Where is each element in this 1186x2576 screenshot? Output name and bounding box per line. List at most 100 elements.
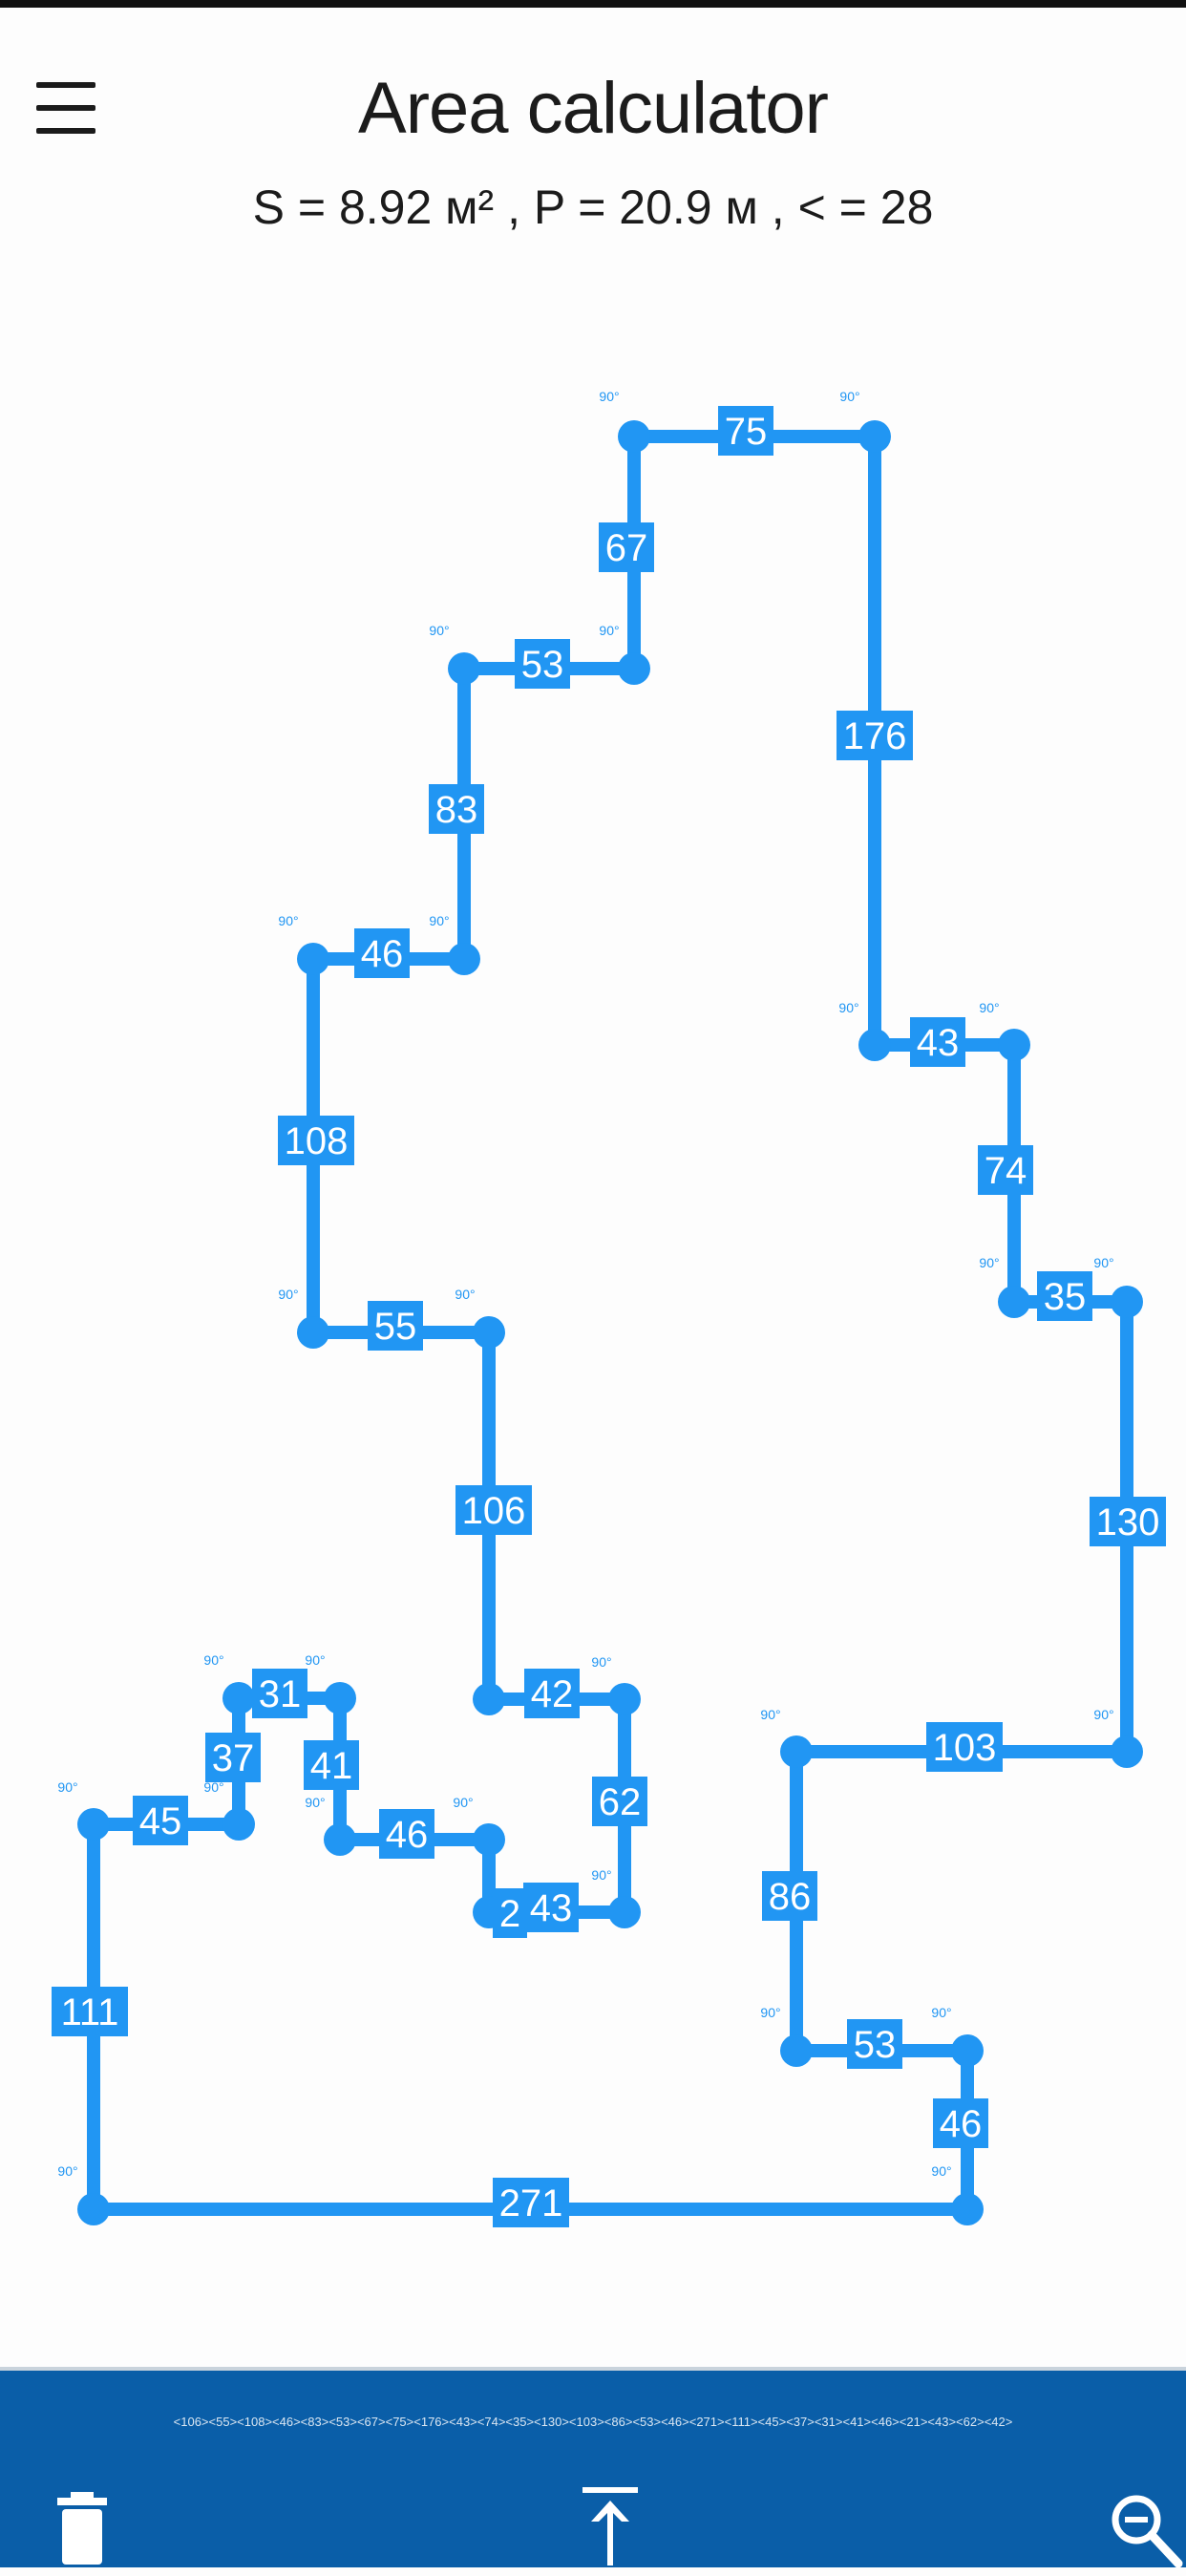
vertex-handle[interactable] bbox=[608, 1683, 641, 1715]
segment-label-box bbox=[493, 2178, 569, 2227]
stats-readout: S = 8.92 м² , P = 20.9 м , < = 28 bbox=[0, 180, 1186, 235]
segment-length-label[interactable]: 74 bbox=[978, 1145, 1033, 1195]
corner-angle-label: 90° bbox=[760, 1707, 780, 1722]
segment-length-label[interactable]: 43 bbox=[523, 1883, 579, 1932]
segment-sequence: <106><55><108><46><83><53><67><75><176><… bbox=[173, 2415, 1013, 2429]
trash-icon[interactable] bbox=[53, 2490, 111, 2566]
segment-label-box bbox=[493, 1888, 527, 1938]
corner-angle-label: 90° bbox=[839, 389, 859, 404]
segment-length-label[interactable]: 46 bbox=[379, 1809, 434, 1859]
segment-length-label[interactable]: 67 bbox=[599, 522, 654, 572]
segment-length-label[interactable]: 271 bbox=[493, 2178, 569, 2227]
vertex-handle[interactable] bbox=[608, 1896, 641, 1928]
segment-length-label[interactable]: 35 bbox=[1037, 1271, 1092, 1321]
segment-length-label[interactable]: 86 bbox=[762, 1871, 817, 1921]
segment-length-label[interactable]: 37 bbox=[205, 1733, 261, 1782]
segment-label-box bbox=[592, 1777, 647, 1826]
segment-length-label[interactable]: 53 bbox=[515, 639, 570, 689]
segment-label-box bbox=[205, 1733, 261, 1782]
vertex-handle[interactable] bbox=[780, 2034, 813, 2067]
corner-angle-label: 90° bbox=[979, 1000, 999, 1015]
page-title: Area calculator bbox=[358, 68, 829, 149]
zoom-out-icon[interactable] bbox=[1108, 2491, 1184, 2571]
segment-label-text: 176 bbox=[843, 715, 907, 757]
vertex-handle[interactable] bbox=[473, 1683, 505, 1715]
segment-label-text: 46 bbox=[940, 2103, 983, 2145]
vertex-handle[interactable] bbox=[473, 1316, 505, 1349]
vertex-handle[interactable] bbox=[297, 1316, 329, 1349]
vertex-handle[interactable] bbox=[858, 420, 891, 453]
corner-angle-label: 90° bbox=[57, 2163, 77, 2179]
segment-length-label[interactable]: 111 bbox=[52, 1987, 128, 2036]
segment-length-label[interactable]: 46 bbox=[354, 928, 410, 978]
segment-label-box bbox=[278, 1116, 354, 1165]
segment-label-box bbox=[368, 1301, 423, 1351]
vertex-handle[interactable] bbox=[998, 1286, 1030, 1318]
segment-label-box bbox=[599, 522, 654, 572]
segment-label-text: 67 bbox=[605, 527, 648, 569]
segment-length-label[interactable]: 55 bbox=[368, 1301, 423, 1351]
vertex-handle[interactable] bbox=[780, 1735, 813, 1768]
segment-length-label[interactable]: 106 bbox=[455, 1485, 532, 1535]
segment-label-box bbox=[354, 928, 410, 978]
vertex-handle[interactable] bbox=[618, 652, 650, 685]
vertex-handle[interactable] bbox=[324, 1682, 356, 1714]
segment-length-label[interactable]: 42 bbox=[524, 1669, 580, 1718]
segment-length-label[interactable]: 45 bbox=[133, 1796, 188, 1845]
vertex-handle[interactable] bbox=[1111, 1286, 1143, 1318]
segment-length-label[interactable]: 31 bbox=[252, 1669, 307, 1718]
segment-label-text: 37 bbox=[212, 1737, 255, 1779]
segment-length-label[interactable]: 46 bbox=[933, 2098, 988, 2148]
segment-label-text: 108 bbox=[285, 1120, 349, 1162]
segment-length-label[interactable]: 103 bbox=[926, 1722, 1003, 1772]
segment-length-label[interactable]: 130 bbox=[1090, 1497, 1166, 1546]
segment-length-label[interactable]: 176 bbox=[837, 711, 913, 760]
vertex-handle[interactable] bbox=[448, 943, 480, 975]
vertex-handle[interactable] bbox=[1111, 1735, 1143, 1768]
corner-angle-label: 90° bbox=[455, 1287, 475, 1302]
vertex-handle[interactable] bbox=[297, 943, 329, 975]
vertex-handle[interactable] bbox=[618, 420, 650, 453]
segment-label-text: 53 bbox=[521, 644, 564, 686]
status-bar bbox=[0, 0, 1186, 8]
vertex-handle[interactable] bbox=[951, 2034, 984, 2067]
segment-label-box bbox=[133, 1796, 188, 1845]
vertex-handle[interactable] bbox=[473, 1823, 505, 1856]
segment-length-label[interactable]: 75 bbox=[718, 406, 773, 456]
segment-length-label[interactable]: 53 bbox=[847, 2019, 902, 2069]
vertex-handle[interactable] bbox=[998, 1029, 1030, 1061]
vertex-handle[interactable] bbox=[324, 1823, 356, 1856]
segment-length-label[interactable]: 108 bbox=[278, 1116, 354, 1165]
vertex-handle[interactable] bbox=[951, 2193, 984, 2225]
segment-length-label[interactable]: 41 bbox=[304, 1740, 359, 1790]
segment-label-text: 86 bbox=[769, 1876, 812, 1918]
hamburger-menu-icon[interactable] bbox=[36, 82, 97, 136]
vertex-handle[interactable] bbox=[222, 1808, 255, 1841]
vertex-handle[interactable] bbox=[77, 2193, 110, 2225]
segment-label-text: 55 bbox=[374, 1306, 417, 1348]
floor-plan-canvas[interactable]: 90°90°90°90°90°90°90°90°90°90°90°90°90°9… bbox=[0, 0, 1186, 2369]
segment-label-text: 42 bbox=[531, 1673, 574, 1715]
segment-label-box bbox=[762, 1871, 817, 1921]
vertex-handle[interactable] bbox=[77, 1808, 110, 1841]
segment-label-box bbox=[523, 1883, 579, 1932]
segment-label-box bbox=[379, 1809, 434, 1859]
area-value: S = 8.92 м² , bbox=[252, 181, 520, 234]
vertex-handle[interactable] bbox=[448, 652, 480, 685]
corner-angle-label: 90° bbox=[591, 1654, 611, 1670]
corner-angle-label: 90° bbox=[305, 1652, 325, 1668]
segment-length-label[interactable]: 83 bbox=[429, 784, 484, 834]
vertex-handle[interactable] bbox=[222, 1682, 255, 1714]
vertex-handle[interactable] bbox=[858, 1029, 891, 1061]
segment-length-label[interactable]: 43 bbox=[910, 1017, 965, 1067]
segment-length-label[interactable]: 2 bbox=[493, 1888, 527, 1938]
segment-length-label[interactable]: 62 bbox=[592, 1777, 647, 1826]
plan-outline bbox=[87, 430, 1133, 2216]
segment-label-box bbox=[304, 1740, 359, 1790]
corner-angle-label: 90° bbox=[203, 1779, 223, 1795]
corner-angle-label: 90° bbox=[57, 1779, 77, 1795]
corner-angle-label: 90° bbox=[203, 1652, 223, 1668]
segment-label-box bbox=[837, 711, 913, 760]
upload-icon[interactable] bbox=[577, 2483, 644, 2569]
segment-label-box bbox=[718, 406, 773, 456]
